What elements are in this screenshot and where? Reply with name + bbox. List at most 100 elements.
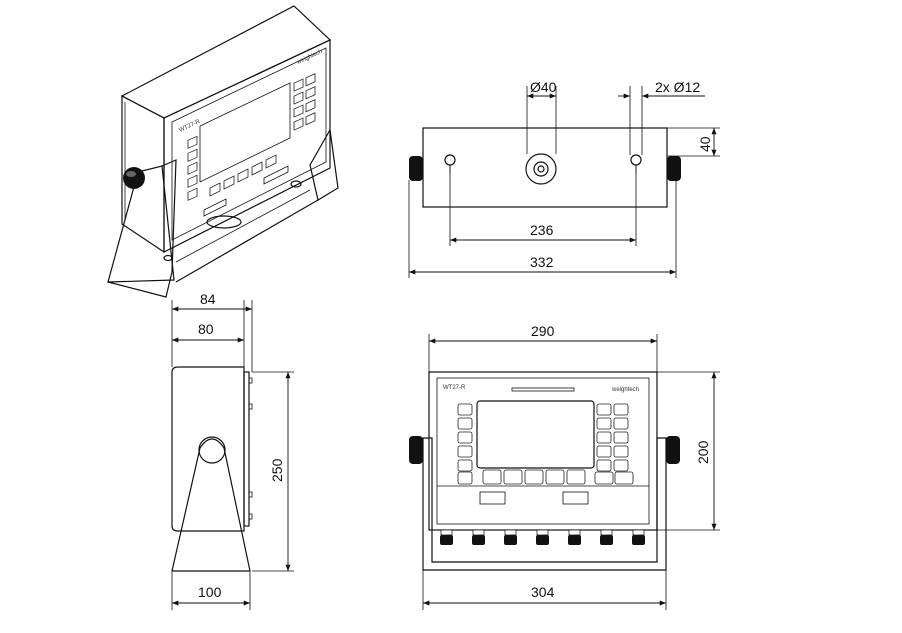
iso-button — [305, 73, 316, 87]
gland-cap — [472, 535, 485, 545]
iso-housing-front — [163, 39, 331, 253]
front-brand-label: weightech — [611, 387, 639, 393]
front-view: WT27-R weightech — [409, 323, 720, 610]
side-view: 84 80 100 250 — [171, 291, 294, 610]
top-gland-core — [537, 165, 545, 173]
side-bracket — [171, 438, 251, 572]
dim-label-304: 304 — [531, 584, 555, 600]
iso-bracket-right-leg — [309, 128, 339, 201]
iso-knob-highlight — [126, 171, 136, 177]
iso-bracket-bottom — [175, 199, 319, 283]
side-tab — [248, 491, 253, 498]
dim-label-290: 290 — [531, 323, 555, 339]
front-key — [457, 417, 473, 430]
side-tab — [248, 377, 253, 384]
iso-display — [199, 82, 291, 183]
dim-label-236: 236 — [530, 222, 554, 238]
gland-nut — [632, 529, 645, 536]
side-front-lip — [243, 371, 250, 527]
front-softkey — [503, 469, 523, 485]
iso-knob — [123, 167, 145, 189]
iso-button — [187, 135, 198, 149]
front-key — [613, 403, 629, 416]
iso-bracket-bottom-inner — [175, 189, 311, 263]
iso-button — [251, 161, 263, 176]
front-key — [457, 445, 473, 458]
iso-button — [305, 86, 316, 100]
ext-lines-332 — [408, 180, 677, 278]
dim-label-80: 80 — [198, 321, 214, 337]
front-softkey — [566, 469, 586, 485]
front-tare-key — [562, 491, 589, 505]
gland-cap — [440, 535, 453, 545]
ext-lines-290 — [428, 334, 658, 372]
dim-label-200: 200 — [695, 440, 711, 464]
top-hole-small-right — [630, 154, 642, 166]
front-key — [613, 417, 629, 430]
front-key — [613, 459, 629, 472]
dim-label-84: 84 — [200, 291, 216, 307]
front-key — [596, 459, 612, 472]
front-key-wide — [594, 471, 614, 485]
iso-button — [187, 161, 198, 175]
gland-nut — [568, 529, 581, 536]
gland-nut — [600, 529, 613, 536]
gland-nut — [504, 529, 517, 536]
gland-nut — [440, 529, 453, 536]
side-knob — [198, 436, 226, 464]
iso-button — [223, 175, 235, 190]
iso-bracket-foot-left — [107, 271, 173, 298]
side-tab — [248, 403, 253, 410]
cable-glands — [440, 529, 645, 545]
ext-lines-200 — [657, 371, 720, 531]
gland-cap — [632, 535, 645, 545]
front-softkey — [482, 469, 502, 485]
front-key — [596, 431, 612, 444]
iso-button — [265, 154, 277, 169]
front-zero-key — [479, 491, 506, 505]
front-bracket — [422, 437, 667, 571]
iso-button — [209, 182, 221, 197]
iso-button — [293, 91, 304, 105]
gland-nut — [536, 529, 549, 536]
iso-tare-key — [263, 165, 289, 185]
side-tab — [248, 513, 253, 520]
isometric-view: WT27-R weightech — [107, 5, 339, 298]
top-gland-inner — [533, 161, 549, 177]
iso-button — [293, 104, 304, 118]
front-display — [476, 400, 595, 469]
front-panel — [436, 377, 650, 525]
front-knob-left — [409, 436, 423, 464]
iso-front-panel — [171, 47, 327, 241]
front-key — [457, 459, 473, 472]
dim-label-d12: 2x Ø12 — [655, 79, 700, 95]
front-softkey — [545, 469, 565, 485]
top-view: Ø40 2x Ø12 236 332 40 — [408, 79, 720, 278]
front-key — [613, 431, 629, 444]
iso-button — [187, 174, 198, 188]
iso-mount-hole — [290, 180, 302, 188]
front-model-label: WT27-R — [443, 385, 466, 391]
iso-button — [293, 117, 304, 131]
ext-lines-40 — [667, 127, 720, 157]
front-key — [613, 445, 629, 458]
dim-label-250: 250 — [269, 458, 285, 482]
front-key-wide — [614, 471, 634, 485]
gland-cap — [600, 535, 613, 545]
iso-button — [237, 168, 249, 183]
front-key — [596, 417, 612, 430]
dim-label-100: 100 — [198, 584, 222, 600]
top-hole-small-left — [444, 154, 456, 166]
iso-bracket-left-edge — [161, 159, 177, 273]
gland-cap — [536, 535, 549, 545]
front-key — [596, 403, 612, 416]
ext-lines-236 — [449, 165, 637, 246]
front-label-strip — [511, 387, 575, 392]
iso-brand-label: weightech — [295, 49, 323, 66]
iso-button — [187, 148, 198, 162]
gland-cap — [568, 535, 581, 545]
front-softkey — [524, 469, 544, 485]
iso-mount-hole-left — [163, 254, 173, 262]
iso-button — [305, 99, 316, 113]
